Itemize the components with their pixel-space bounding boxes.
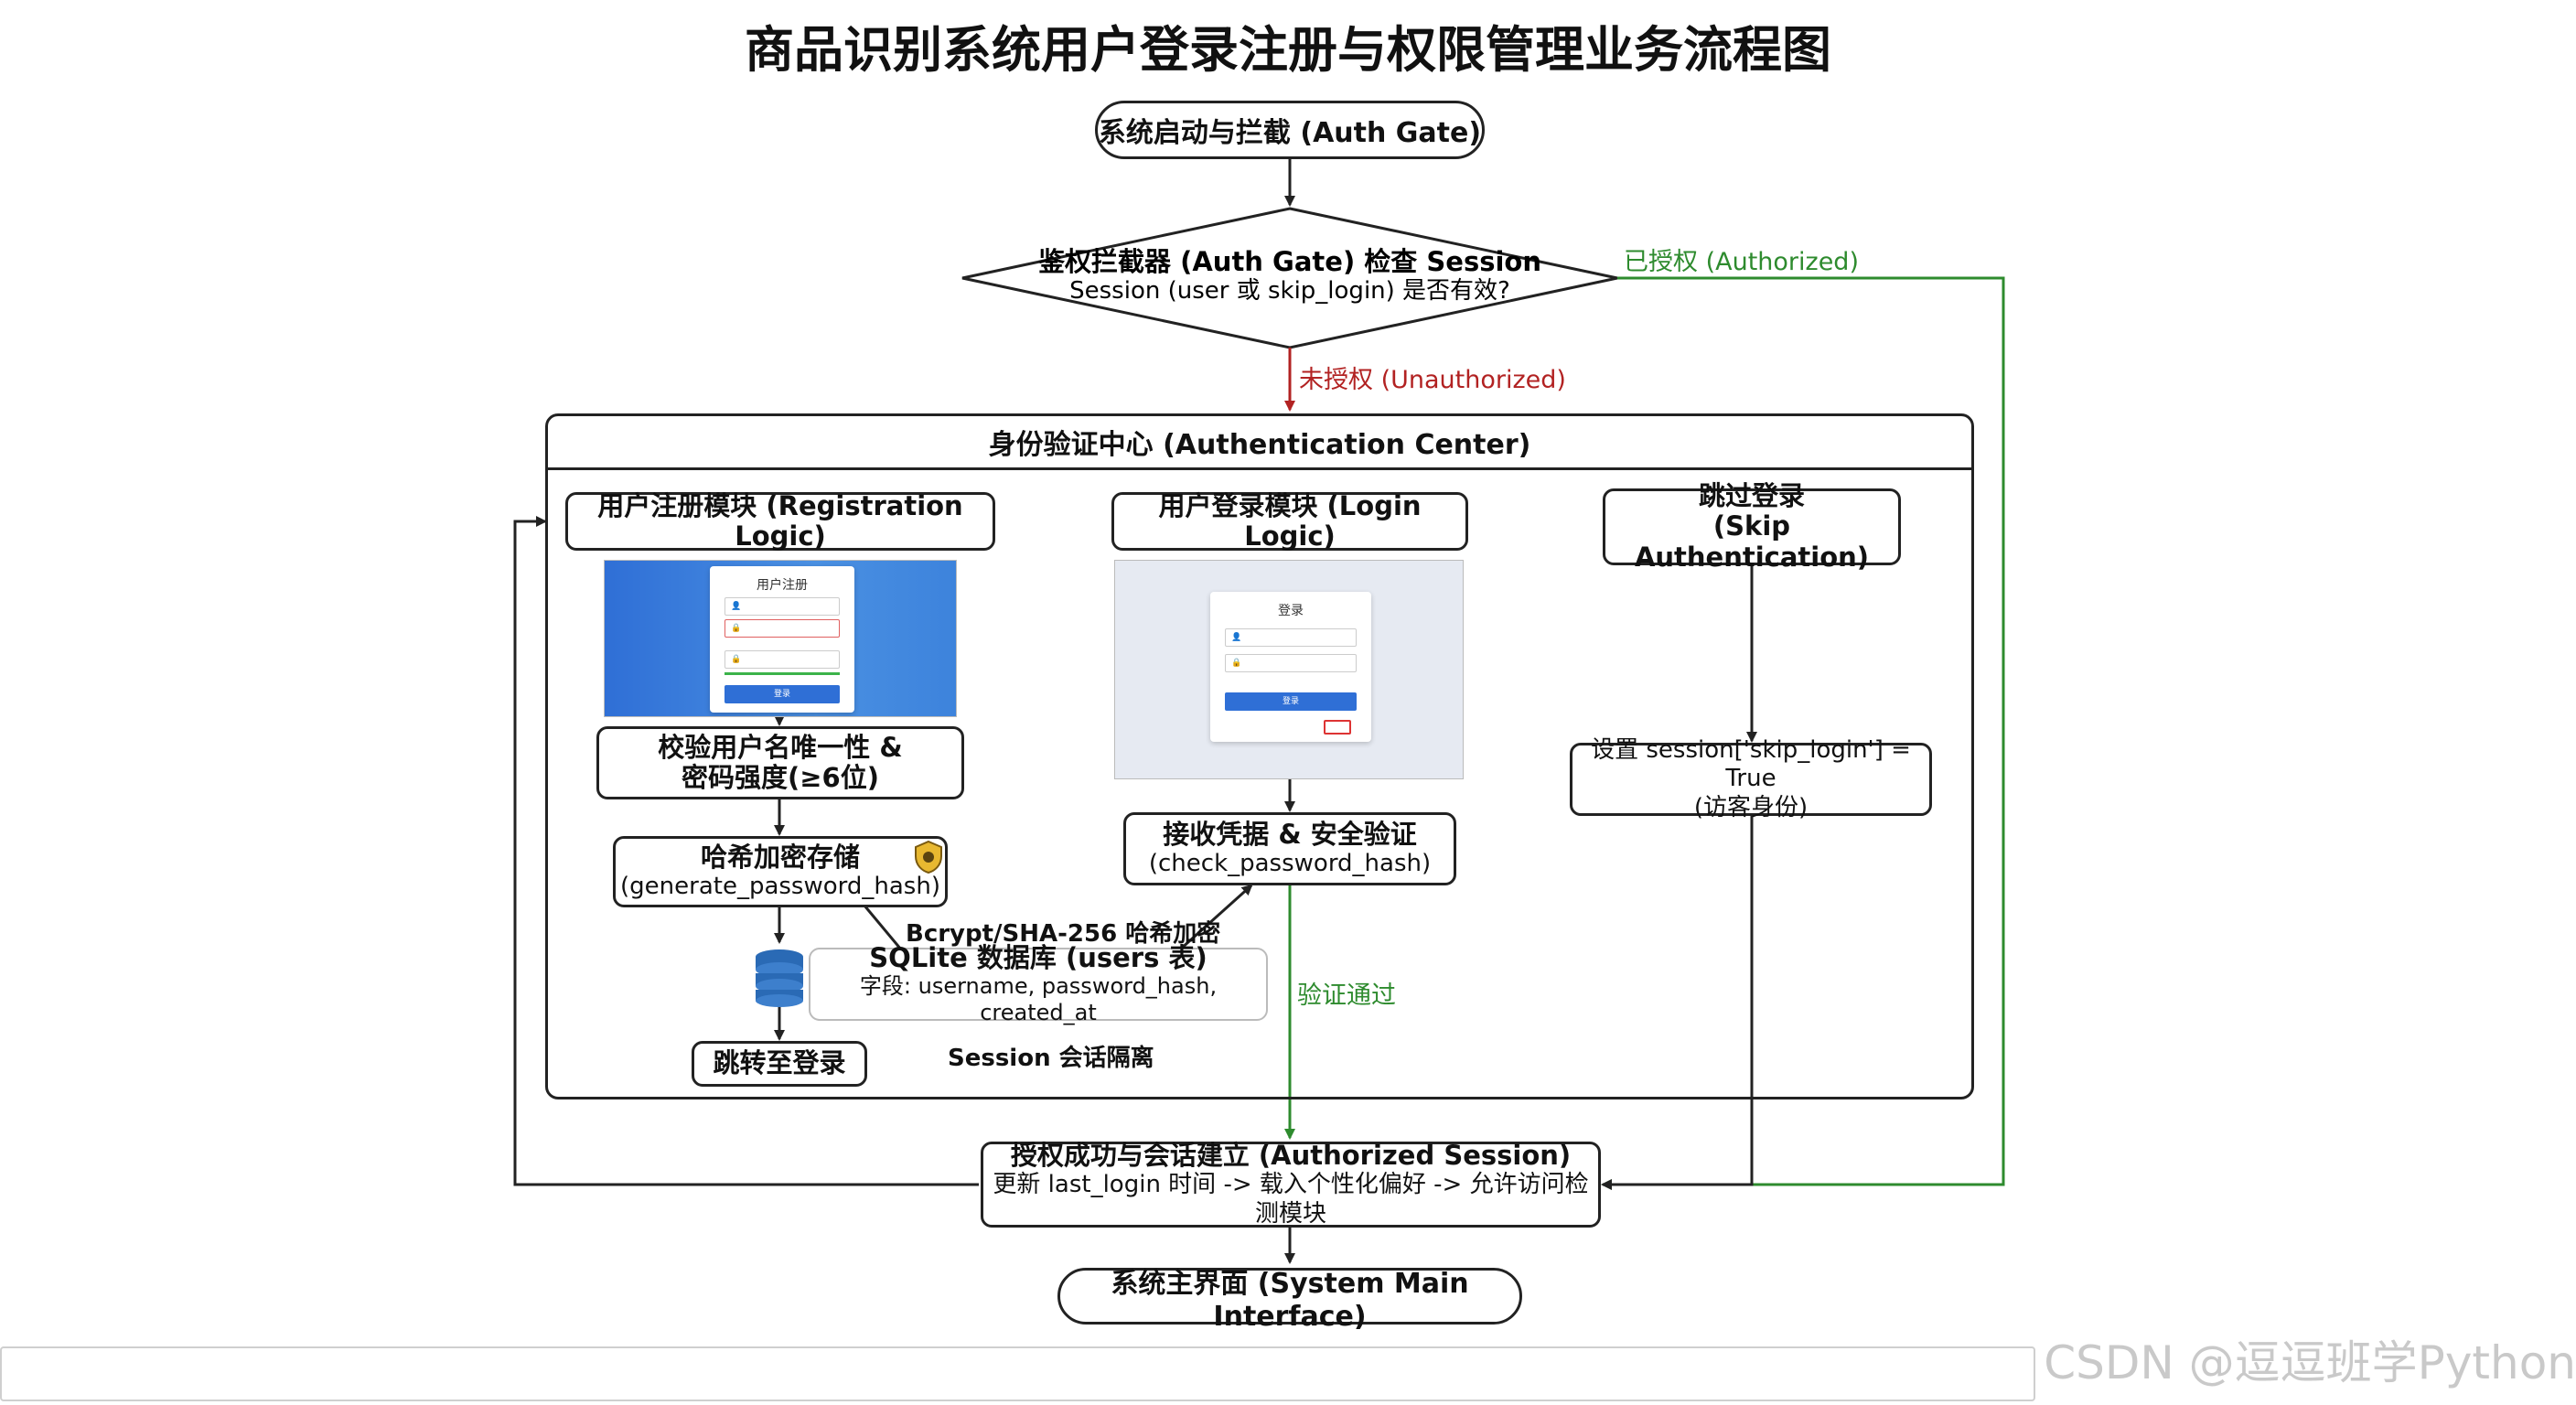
label-unauthorized: 未授权 (Unauthorized) bbox=[1299, 366, 1566, 394]
start-node: 系统启动与拦截 (Auth Gate) bbox=[1095, 101, 1485, 159]
validate-node: 校验用户名唯一性 & 密码强度(≥6位) bbox=[596, 726, 964, 799]
validate-line1: 校验用户名唯一性 & bbox=[658, 731, 903, 763]
skip-set-node: 设置 session['skip_login'] = True (访客身份) bbox=[1570, 736, 1932, 821]
hash-line1: 哈希加密存储 bbox=[700, 841, 860, 873]
authorized-session-node: 授权成功与会话建立 (Authorized Session) 更新 last_l… bbox=[981, 1140, 1601, 1228]
login-card: 登录 👤 🔒 登录 bbox=[1210, 592, 1371, 742]
login-password-field: 🔒 bbox=[1225, 654, 1357, 672]
login-highlight-box bbox=[1324, 720, 1351, 735]
label-authorized: 已授权 (Authorized) bbox=[1624, 248, 1859, 276]
auth-center-header: 身份验证中心 (Authentication Center) bbox=[548, 416, 1971, 470]
shield-icon bbox=[915, 840, 942, 874]
receive-credentials-node: 接收凭据 & 安全验证 (check_password_hash) bbox=[1123, 812, 1456, 885]
edge-bcrypt-recv bbox=[1178, 884, 1253, 951]
session-line2: 更新 last_login 时间 -> 载入个性化偏好 -> 允许访问检测模块 bbox=[993, 1171, 1589, 1228]
login-username-field: 👤 bbox=[1225, 628, 1357, 647]
auth-center-container: 身份验证中心 (Authentication Center) bbox=[545, 413, 1974, 1099]
reg-username-field: 👤 bbox=[724, 597, 840, 616]
registration-module: 用户注册模块 (Registration Logic) bbox=[565, 489, 995, 552]
strength-bar bbox=[724, 672, 840, 675]
goto-login-node: 跳转至登录 bbox=[692, 1041, 867, 1087]
edge-authorized bbox=[1601, 276, 2005, 1190]
database-icon bbox=[756, 949, 803, 1007]
edge-hash-bcrypt bbox=[863, 905, 903, 950]
sqlite-line2: 字段: username, password_hash, created_at bbox=[859, 972, 1218, 1025]
label-verified: 验证通过 bbox=[1297, 981, 1396, 1010]
skip-set-line2: (访客身份) bbox=[1693, 793, 1809, 821]
skip-line2: (Skip Authentication) bbox=[1634, 510, 1870, 573]
skip-line1: 跳过登录 bbox=[1698, 479, 1805, 511]
registration-card: 用户注册 👤 🔒 🔒 登录 bbox=[710, 566, 854, 713]
hash-node: 哈希加密存储 (generate_password_hash) bbox=[613, 836, 948, 907]
label-bcrypt: Bcrypt/SHA-256 哈希加密 bbox=[906, 920, 1221, 948]
reg-confirm-field: 🔒 bbox=[724, 650, 840, 669]
validate-line2: 密码强度(≥6位) bbox=[682, 762, 879, 793]
goto-login-label: 跳转至登录 bbox=[713, 1047, 846, 1079]
footer-bar bbox=[0, 1346, 2035, 1401]
sqlite-node: SQLite 数据库 (users 表) 字段: username, passw… bbox=[809, 942, 1268, 1025]
reg-submit-button: 登录 bbox=[724, 685, 840, 703]
reg-password-field: 🔒 bbox=[724, 619, 840, 638]
login-submit-button: 登录 bbox=[1225, 692, 1357, 711]
edge-left-loop bbox=[513, 516, 979, 1186]
skip-module: 跳过登录 (Skip Authentication) bbox=[1603, 480, 1901, 572]
skip-set-line1: 设置 session['skip_login'] = True bbox=[1591, 736, 1911, 793]
page-title: 商品识别系统用户登录注册与权限管理业务流程图 bbox=[745, 21, 1831, 79]
edge-set-session bbox=[1601, 814, 1754, 1190]
registration-card-title: 用户注册 bbox=[757, 578, 808, 593]
receive-line2: (check_password_hash) bbox=[1148, 850, 1432, 878]
main-interface-node: 系统主界面 (System Main Interface) bbox=[1057, 1268, 1522, 1333]
login-module: 用户登录模块 (Login Logic) bbox=[1111, 489, 1468, 552]
watermark: CSDN @逗逗班学Python bbox=[2044, 1336, 2576, 1389]
login-screenshot: 登录 👤 🔒 登录 bbox=[1114, 560, 1464, 779]
hash-line2: (generate_password_hash) bbox=[620, 873, 940, 901]
registration-screenshot: 用户注册 👤 🔒 🔒 登录 bbox=[604, 560, 957, 717]
gate-text: 鉴权拦截器 (Auth Gate) 检查 Session Session (us… bbox=[1006, 246, 1573, 306]
receive-line1: 接收凭据 & 安全验证 bbox=[1163, 818, 1417, 850]
login-module-label: 用户登录模块 (Login Logic) bbox=[1158, 489, 1422, 552]
gate-line2: Session (user 或 skip_login) 是否有效? bbox=[1069, 277, 1510, 306]
sqlite-line1: SQLite 数据库 (users 表) bbox=[869, 941, 1208, 973]
registration-module-label: 用户注册模块 (Registration Logic) bbox=[597, 489, 963, 552]
session-line1: 授权成功与会话建立 (Authorized Session) bbox=[1010, 1140, 1572, 1172]
login-card-title: 登录 bbox=[1278, 604, 1304, 618]
label-session-isolation: Session 会话隔离 bbox=[948, 1045, 1154, 1072]
gate-line1: 鉴权拦截器 (Auth Gate) 检查 Session bbox=[1038, 246, 1541, 277]
